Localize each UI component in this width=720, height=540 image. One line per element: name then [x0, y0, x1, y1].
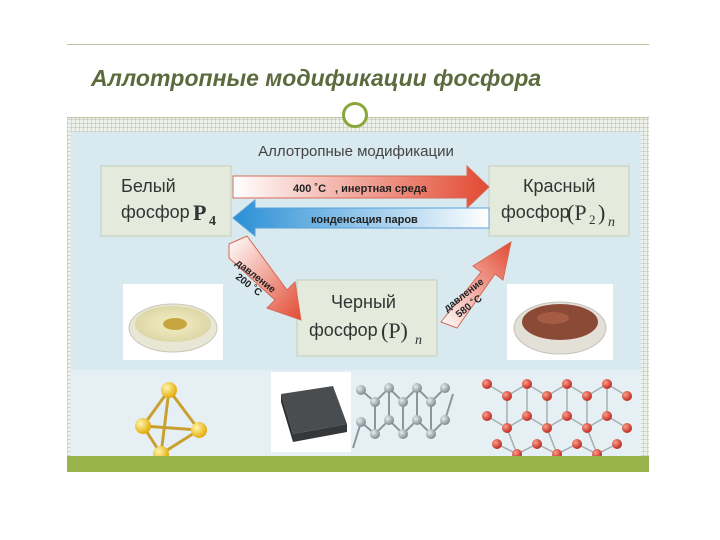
white-phosphorus-formula: P [193, 200, 206, 225]
red-phosphorus-line2: фосфор [501, 202, 570, 222]
arrow-top-value: 400 ˚C [293, 183, 326, 195]
slide-title: Аллотропные модификации фосфора [91, 65, 542, 91]
diagram-lower-panel [71, 370, 641, 456]
black-phosphorus-line1: Черный [331, 292, 396, 312]
black-phosphorus-formula: (P) [381, 318, 408, 343]
yellow-atom [153, 446, 169, 456]
white-phosphorus-box [100, 165, 232, 237]
red-phosphorus-line1: Красный [523, 176, 595, 196]
slide: Аллотропные модификации фосфора [67, 44, 649, 472]
black-phosphorus-subscript: n [415, 333, 422, 348]
white-phosphorus-line2: фосфор [121, 202, 190, 222]
yellow-atom [135, 418, 151, 434]
allotropes-diagram: Аллотропные модификации Белый фосфор P 4… [71, 132, 641, 456]
arrow-condensation-left [232, 198, 490, 238]
arrow-heating-right [232, 164, 490, 210]
yellow-atom [161, 382, 177, 398]
yellow-atom [191, 422, 207, 438]
white-phosphorus-bowl [123, 284, 223, 360]
diagram-header: Аллотропные модификации [258, 143, 454, 160]
red-phosphorus-formula: (P [567, 200, 587, 225]
arrow-pressure-200 [228, 235, 302, 321]
white-phosphorus-subscript: 4 [209, 214, 216, 229]
red-phosphorus-bowl [507, 284, 613, 360]
gray-atoms [356, 383, 450, 439]
red-atoms [482, 379, 632, 456]
black-phosphorus-line2: фосфор [309, 320, 378, 340]
black-phosphorus-box [296, 279, 438, 357]
red-phosphorus-formula-sub: 2 [589, 212, 596, 227]
red-phosphorus-formula-close: ) [598, 200, 605, 225]
red-phosphorus-subscript: n [608, 215, 615, 230]
red-phosphorus-box [488, 165, 630, 237]
arrow-bottom-label: конденсация паров [311, 214, 418, 226]
bottom-accent-band [67, 456, 649, 472]
black-phosphorus-sample [271, 372, 351, 452]
title-ring-icon [342, 102, 368, 128]
arrow-top-rest: , инертная среда [335, 183, 428, 195]
white-phosphorus-line1: Белый [121, 176, 176, 196]
arrow-pressure-580 [440, 240, 512, 329]
